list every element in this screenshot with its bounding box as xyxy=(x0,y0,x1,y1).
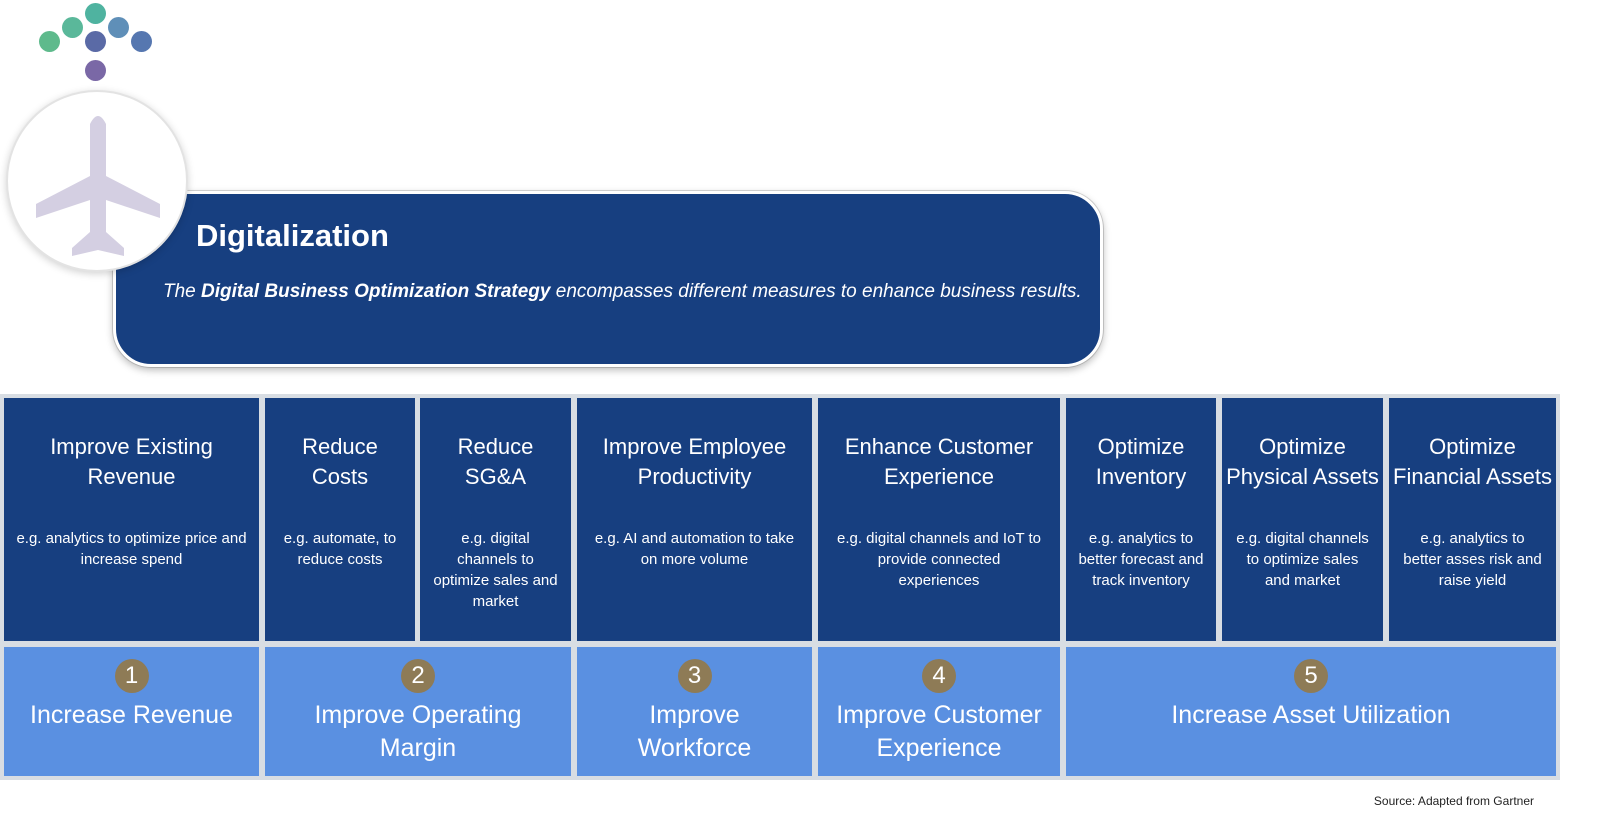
header-banner: Digitalization The Digital Business Opti… xyxy=(113,191,1103,367)
measure-desc: e.g. AI and automation to take on more v… xyxy=(594,530,795,568)
measure-title: Optimize Inventory xyxy=(1095,434,1187,489)
measure-tile: Optimize Physical Assets e.g. digital ch… xyxy=(1222,398,1383,641)
measure-title: Reduce Costs xyxy=(302,434,378,489)
goal-label: Improve Customer Experience xyxy=(836,701,1042,762)
goal-label: Improve Workforce xyxy=(637,701,752,762)
measure-title: Improve Existing Revenue xyxy=(50,434,213,489)
measure-tile: Optimize Financial Assets e.g. analytics… xyxy=(1389,398,1556,641)
measure-title: Optimize Financial Assets xyxy=(1393,434,1552,489)
measure-tile: Optimize Inventory e.g. analytics to bet… xyxy=(1066,398,1216,641)
goal-tile: 2 Improve Operating Margin xyxy=(265,647,571,776)
banner-title: Digitalization xyxy=(196,218,389,253)
measure-desc: e.g. analytics to better forecast and tr… xyxy=(1078,530,1204,589)
goal-label: Increase Revenue xyxy=(30,701,233,729)
measure-desc: e.g. digital channels to optimize sales … xyxy=(1236,530,1369,589)
goal-label: Improve Operating Margin xyxy=(314,701,522,762)
goal-number-badge: 3 xyxy=(677,659,712,693)
measure-tile: Reduce SG&A e.g. digital channels to opt… xyxy=(420,398,571,641)
airplane-badge xyxy=(6,90,188,272)
goal-tile: 3 Improve Workforce xyxy=(577,647,812,776)
measure-title: Reduce SG&A xyxy=(457,434,534,489)
goal-tile: 4 Improve Customer Experience xyxy=(818,647,1060,776)
goal-number-badge: 4 xyxy=(922,659,956,693)
measure-tile: Reduce Costs e.g. automate, to reduce co… xyxy=(265,398,415,641)
measure-tile: Enhance Customer Experience e.g. digital… xyxy=(818,398,1060,641)
measure-desc: e.g. analytics to better asses risk and … xyxy=(1403,530,1542,589)
measure-desc: e.g. analytics to optimize price and inc… xyxy=(16,530,247,568)
goal-number-badge: 2 xyxy=(401,659,435,693)
measure-title: Enhance Customer Experience xyxy=(844,434,1034,489)
measure-tile: Improve Existing Revenue e.g. analytics … xyxy=(4,398,259,641)
measure-title: Optimize Physical Assets xyxy=(1226,434,1379,489)
measure-desc: e.g. digital channels and IoT to provide… xyxy=(836,530,1042,589)
measure-desc: e.g. digital channels to optimize sales … xyxy=(433,530,558,610)
goal-tile: 1 Increase Revenue xyxy=(4,647,259,776)
goal-label: Increase Asset Utilization xyxy=(1171,701,1451,729)
measure-tile: Improve Employee Productivity e.g. AI an… xyxy=(577,398,812,641)
goal-number-badge: 5 xyxy=(1294,659,1328,693)
source-note: Source: Adapted from Gartner xyxy=(1373,794,1534,808)
airplane-icon xyxy=(36,116,160,256)
banner-subtitle: The Digital Business Optimization Strate… xyxy=(163,281,1082,302)
goal-tile: 5 Increase Asset Utilization xyxy=(1066,647,1556,776)
goal-number-badge: 1 xyxy=(114,659,149,693)
measure-title: Improve Employee Productivity xyxy=(602,434,787,489)
measure-desc: e.g. automate, to reduce costs xyxy=(283,530,397,568)
